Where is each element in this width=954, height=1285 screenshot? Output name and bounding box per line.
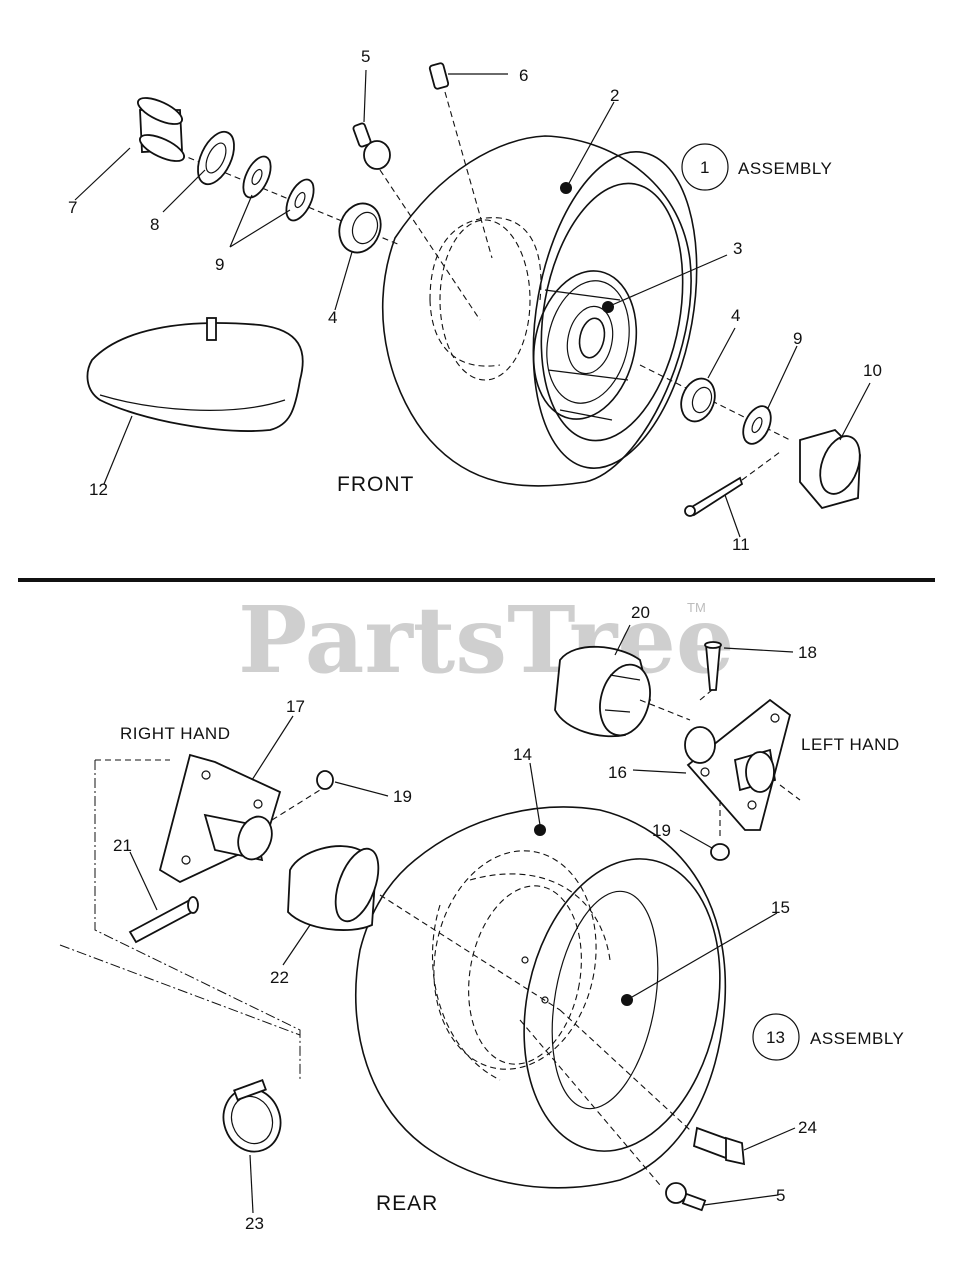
part-23-clamp [222, 1079, 282, 1153]
callout-14: 14 [513, 745, 532, 764]
part-22-sleeve [287, 845, 380, 931]
callout-5: 5 [361, 47, 370, 66]
part-4-bushing-left [338, 202, 382, 254]
rear-section: 5 14 15 16 17 18 19 19 20 21 22 23 24 RI… [59, 603, 904, 1233]
callout-19: 19 [393, 787, 412, 806]
assembly-1-circle [681, 143, 729, 191]
part-11-pin [684, 451, 781, 517]
part-10-sleeve [799, 428, 861, 510]
assembly-1-number: 1 [700, 158, 709, 177]
assembly-13-text: ASSEMBLY [810, 1029, 904, 1048]
callout-5-rear: 5 [776, 1186, 785, 1205]
callout-18: 18 [798, 643, 817, 662]
part-7-sleeve [137, 97, 185, 162]
part-9-washer-right [742, 405, 772, 445]
callout-9: 9 [215, 255, 224, 274]
part-12-tube [86, 317, 304, 432]
front-label: FRONT [337, 473, 414, 496]
callout-24: 24 [798, 1118, 817, 1137]
part-24-bolt [692, 1126, 746, 1166]
right-hand-label: RIGHT HAND [120, 724, 230, 743]
rear-label: REAR [376, 1192, 438, 1215]
callout-22: 22 [270, 968, 289, 987]
part-20-sleeve [554, 645, 651, 738]
assembly-13-number: 13 [766, 1028, 785, 1047]
part-5-valve-rear [665, 1182, 707, 1212]
callout-11: 11 [732, 535, 750, 554]
front-section: 2 3 4 4 5 6 7 8 9 9 10 11 12 FRONT 1 ASS… [68, 47, 882, 554]
callout-12: 12 [89, 480, 108, 499]
callout-23: 23 [245, 1214, 264, 1233]
part-16-bracket [684, 698, 792, 831]
part-8-bearing [197, 130, 235, 186]
rear-tire [354, 806, 727, 1189]
callout-16: 16 [608, 763, 627, 782]
front-hub-marker [602, 301, 614, 313]
callout-8: 8 [150, 215, 159, 234]
part-6-fitting [428, 62, 493, 259]
part-17-bracket [158, 753, 282, 884]
assembly-1-text: ASSEMBLY [738, 159, 832, 178]
part-19-nut-left [710, 843, 730, 861]
callout-6: 6 [519, 66, 528, 85]
callout-2: 2 [610, 86, 619, 105]
callout-19b: 19 [652, 821, 671, 840]
left-hand-label: LEFT HAND [801, 735, 900, 754]
callout-10: 10 [863, 361, 882, 380]
watermark: PartsTree [238, 586, 734, 694]
part-19-nut-right [316, 770, 334, 790]
front-tire [381, 135, 698, 487]
part-5-valve-front [352, 122, 481, 321]
front-tire-marker [560, 182, 572, 194]
callout-20: 20 [631, 603, 650, 622]
callout-7: 7 [68, 198, 77, 217]
callout-17: 17 [286, 697, 305, 716]
callout-3: 3 [733, 239, 742, 258]
part-21-bolt [128, 896, 199, 944]
callout-15: 15 [771, 898, 790, 917]
rear-tire-marker [534, 824, 546, 836]
watermark-tm: TM [687, 600, 706, 615]
callout-9b: 9 [793, 329, 802, 348]
callout-4b: 4 [731, 306, 740, 325]
assembly-13-circle [752, 1013, 800, 1061]
callout-4: 4 [328, 308, 337, 327]
part-18-bolt [704, 641, 722, 691]
part-4-bushing-right [680, 377, 716, 423]
part-9-washers [242, 155, 315, 222]
rear-hub-marker [621, 994, 633, 1006]
callout-21: 21 [113, 836, 132, 855]
